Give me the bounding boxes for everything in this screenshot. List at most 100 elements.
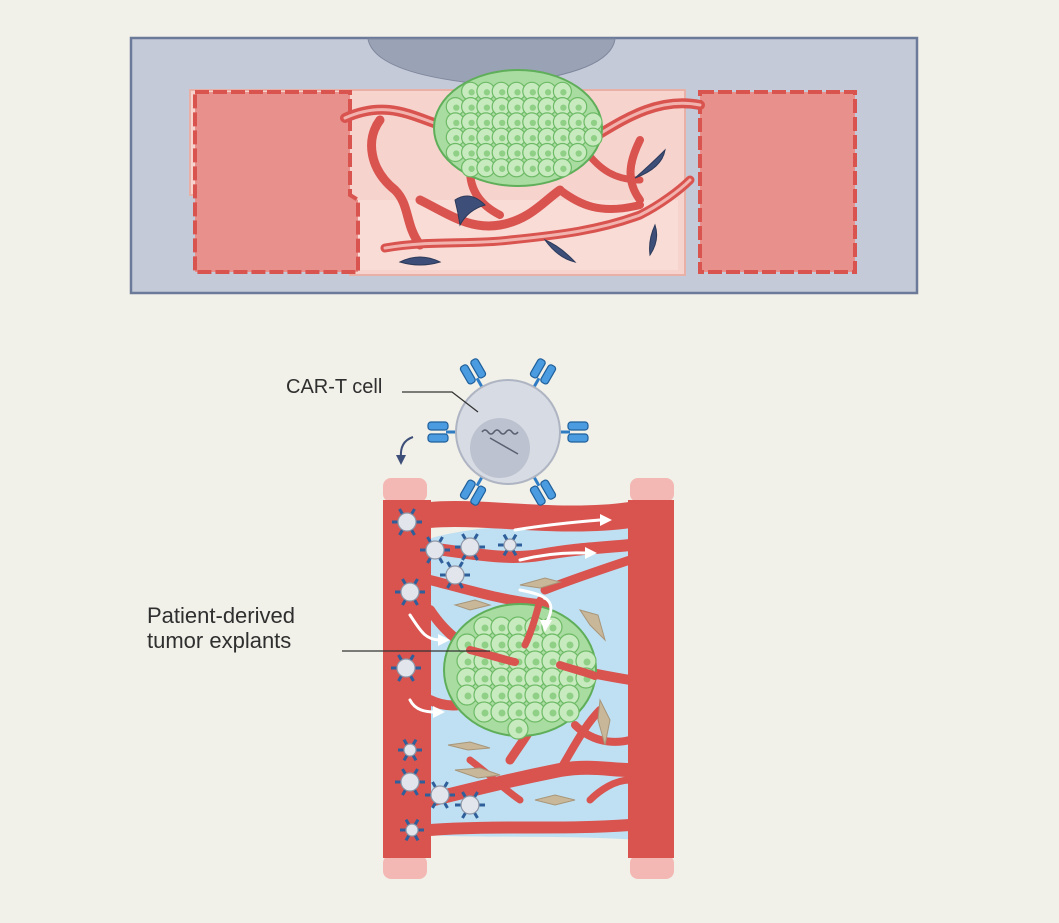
small-car-t-cell xyxy=(420,536,450,564)
infusion-arrow xyxy=(399,436,414,459)
car-t-leader-line xyxy=(402,391,479,413)
car-receptor-icon xyxy=(529,358,557,388)
tumor-cell-nucleus xyxy=(560,165,567,172)
tumor-cell-nucleus xyxy=(560,89,567,96)
tumor-cell-nucleus xyxy=(529,104,536,111)
tumor-cell-nucleus xyxy=(468,89,475,96)
tumor-label-line-2: tumor explants xyxy=(147,628,292,654)
car-receptor-icon xyxy=(459,358,487,388)
tumor-cell-nucleus xyxy=(468,135,475,142)
right-vessel xyxy=(628,500,674,858)
tumor-cell-nucleus xyxy=(529,135,536,142)
tumor-cell-nucleus xyxy=(481,624,489,632)
tumor-cell-nucleus xyxy=(566,641,574,649)
tumor-cell-nucleus xyxy=(532,675,540,683)
tumor-cell-nucleus xyxy=(549,675,557,683)
flow-arrows xyxy=(408,518,602,714)
tumor-cell-nucleus xyxy=(483,150,491,157)
left-vessel-channel xyxy=(193,90,360,274)
tumor-cell-nucleus xyxy=(514,150,521,157)
tumor-cell-nucleus xyxy=(560,119,567,127)
tumor-cell-nucleus xyxy=(549,709,557,717)
tumor-cell-nucleus xyxy=(464,692,472,700)
tumor-cell-nucleus xyxy=(560,104,567,111)
tumor-cell-nucleus xyxy=(498,624,506,632)
tumor-cell-nucleus xyxy=(575,150,582,157)
tumor-cell-nucleus xyxy=(453,150,460,157)
tumor-cell-nucleus xyxy=(453,104,460,111)
tumor-cell-nucleus xyxy=(514,89,521,96)
tumor-cell-nucleus xyxy=(532,658,540,666)
tumor-cell-nucleus xyxy=(499,104,506,111)
tumor-cell-nucleus xyxy=(590,119,598,127)
small-car-t-cell xyxy=(400,818,424,842)
small-car-t-cell xyxy=(455,533,485,561)
tumor-cell-nucleus xyxy=(483,104,491,111)
tumor-cell-nucleus xyxy=(544,89,552,96)
small-car-t-cell xyxy=(395,768,425,796)
right-vessel-bottom-cap xyxy=(630,855,674,879)
tumor-cell-nucleus xyxy=(532,692,540,700)
small-car-t-cell xyxy=(425,781,455,809)
tumor-cell-nucleus xyxy=(549,658,557,666)
tumor-cell-nucleus xyxy=(549,692,557,700)
tumor-cell-nucleus xyxy=(515,709,523,717)
small-car-t-cell xyxy=(391,654,421,682)
small-car-t-cell xyxy=(455,791,485,819)
tumor-cell-nucleus xyxy=(453,135,460,142)
tumor-cell-nucleus xyxy=(549,624,557,632)
tumor-cell-nucleus xyxy=(575,119,582,127)
right-vessel-top-cap xyxy=(630,478,674,502)
tumor-cell-nucleus xyxy=(529,89,536,96)
tumor-cell-nucleus xyxy=(498,709,506,717)
tumor-cell-nucleus xyxy=(498,641,506,649)
car-receptor-icon xyxy=(459,476,487,506)
tumor-cell-nucleus xyxy=(481,692,489,700)
tumor-cell-nucleus xyxy=(468,165,475,172)
tumor-cell-nucleus xyxy=(566,709,574,717)
tumor-cell-nucleus xyxy=(514,165,521,172)
tumor-cell-nucleus xyxy=(499,135,506,142)
car-receptor-icon xyxy=(529,476,557,506)
chip-tumor-cluster xyxy=(433,69,603,187)
tumor-cell-nucleus xyxy=(499,165,506,172)
tumor-cell-nucleus xyxy=(544,119,552,127)
left-vessel xyxy=(383,500,431,858)
tumor-cell-nucleus xyxy=(532,641,540,649)
tumor-cell-nucleus xyxy=(499,119,506,127)
car-t-nucleus xyxy=(470,418,530,478)
tumor-explants-label: Patient-derived tumor explants xyxy=(147,603,295,654)
right-vessel-channel xyxy=(698,90,857,274)
car-t-cell-label: CAR-T cell xyxy=(286,376,383,398)
car-receptor-icon xyxy=(427,421,456,443)
tumor-cell-nucleus xyxy=(464,658,472,666)
tumor-cell-nucleus xyxy=(529,150,536,157)
left-vessel-bottom-cap xyxy=(383,855,427,879)
vascularized-tumor-model xyxy=(383,478,674,879)
tumor-cell-nucleus xyxy=(514,104,521,111)
tumor-cell-nucleus xyxy=(529,165,536,172)
car-t-cell xyxy=(427,358,589,506)
tumor-cell-nucleus xyxy=(544,150,552,157)
tumor-cell-nucleus xyxy=(560,135,567,142)
tumor-cell-nucleus xyxy=(544,104,552,111)
chip-fibroblasts xyxy=(398,148,666,266)
tumor-cell-nucleus xyxy=(468,104,475,111)
tumor-cell-nucleus xyxy=(544,135,552,142)
car-receptor-icon xyxy=(560,421,589,443)
tumor-cell-nucleus xyxy=(529,119,536,127)
tumor-cell-nucleus xyxy=(481,675,489,683)
tumor-cell-nucleus xyxy=(453,119,460,127)
tumor-cell-nucleus xyxy=(515,692,523,700)
tumor-cell-nucleus xyxy=(515,624,523,632)
tumor-cell-nucleus xyxy=(583,658,591,666)
small-car-t-cell xyxy=(498,533,522,557)
tumor-cell-nucleus xyxy=(498,675,506,683)
tumor-cell-nucleus xyxy=(499,89,506,96)
tumor-cell-nucleus xyxy=(515,726,523,734)
tumor-cell-nucleus xyxy=(575,135,582,142)
left-vessel-top-cap xyxy=(383,478,427,502)
small-car-t-cell xyxy=(398,738,422,762)
